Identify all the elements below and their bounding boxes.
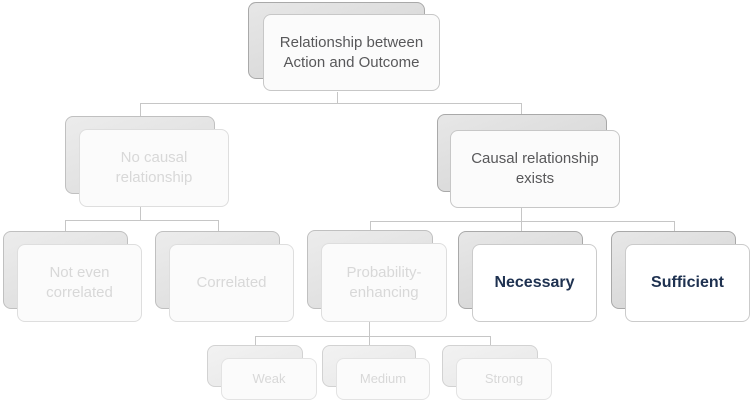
node-relationship-root[interactable]: Relationship between Action and Outcome: [248, 2, 440, 91]
node-label: Not even correlated: [46, 264, 113, 301]
node-causal-relationship-exists[interactable]: Causal relationship exists: [437, 114, 620, 208]
node-label: Relationship between Action and Outcome: [279, 33, 424, 71]
connector-rail-level1: [140, 103, 521, 104]
connector-rail-probability-children: [255, 336, 490, 337]
node-label: Probability-enhancing: [346, 263, 422, 301]
node-not-even-correlated[interactable]: Not even correlated: [3, 231, 142, 322]
node-label: Medium: [359, 371, 407, 386]
node-card: Not even correlated: [17, 244, 142, 322]
connector-drop-strong: [490, 336, 491, 345]
connector-rail-no-causal-children: [65, 220, 218, 221]
node-weak[interactable]: Weak: [207, 345, 317, 400]
node-no-causal-relationship[interactable]: No causal relationship: [65, 116, 229, 207]
connector-drop-sufficient: [674, 221, 675, 231]
node-card: Probability-enhancing: [321, 243, 447, 322]
node-card: No causal relationship: [79, 129, 229, 207]
node-label: No causal relationship: [115, 149, 193, 186]
node-label: Correlated: [196, 274, 267, 291]
connector-causal-exists-down: [521, 205, 522, 221]
node-correlated[interactable]: Correlated: [155, 231, 294, 322]
connector-drop-weak: [255, 336, 256, 345]
node-card: Weak: [221, 358, 317, 400]
connector-root-down: [337, 92, 338, 103]
connector-rail-causal-children: [370, 221, 674, 222]
connector-drop-no-causal: [140, 103, 141, 116]
node-card: Necessary: [472, 244, 597, 322]
node-strong[interactable]: Strong: [442, 345, 552, 400]
connector-drop-probability-enhancing: [370, 221, 371, 230]
node-label: Weak: [252, 371, 286, 386]
node-necessary[interactable]: Necessary: [458, 231, 597, 322]
node-label: Strong: [484, 371, 524, 386]
node-card: Medium: [336, 358, 430, 400]
connector-drop-necessary: [521, 221, 522, 231]
connector-drop-correlated: [218, 220, 219, 231]
node-card: Relationship between Action and Outcome: [263, 14, 440, 91]
node-card: Correlated: [169, 244, 294, 322]
node-sufficient[interactable]: Sufficient: [611, 231, 750, 322]
node-card: Sufficient: [625, 244, 750, 322]
node-card: Strong: [456, 358, 552, 400]
connector-drop-not-even-correlated: [65, 220, 66, 231]
node-label: Causal relationship exists: [471, 150, 599, 187]
connector-no-causal-down: [140, 207, 141, 220]
connector-drop-medium: [369, 336, 370, 345]
node-card: Causal relationship exists: [450, 130, 620, 208]
connector-probability-down: [369, 322, 370, 336]
node-label: Necessary: [494, 274, 575, 291]
connector-drop-causal-exists: [521, 103, 522, 114]
node-medium[interactable]: Medium: [322, 345, 430, 400]
node-label: Sufficient: [651, 274, 724, 291]
node-probability-enhancing[interactable]: Probability-enhancing: [307, 230, 447, 322]
